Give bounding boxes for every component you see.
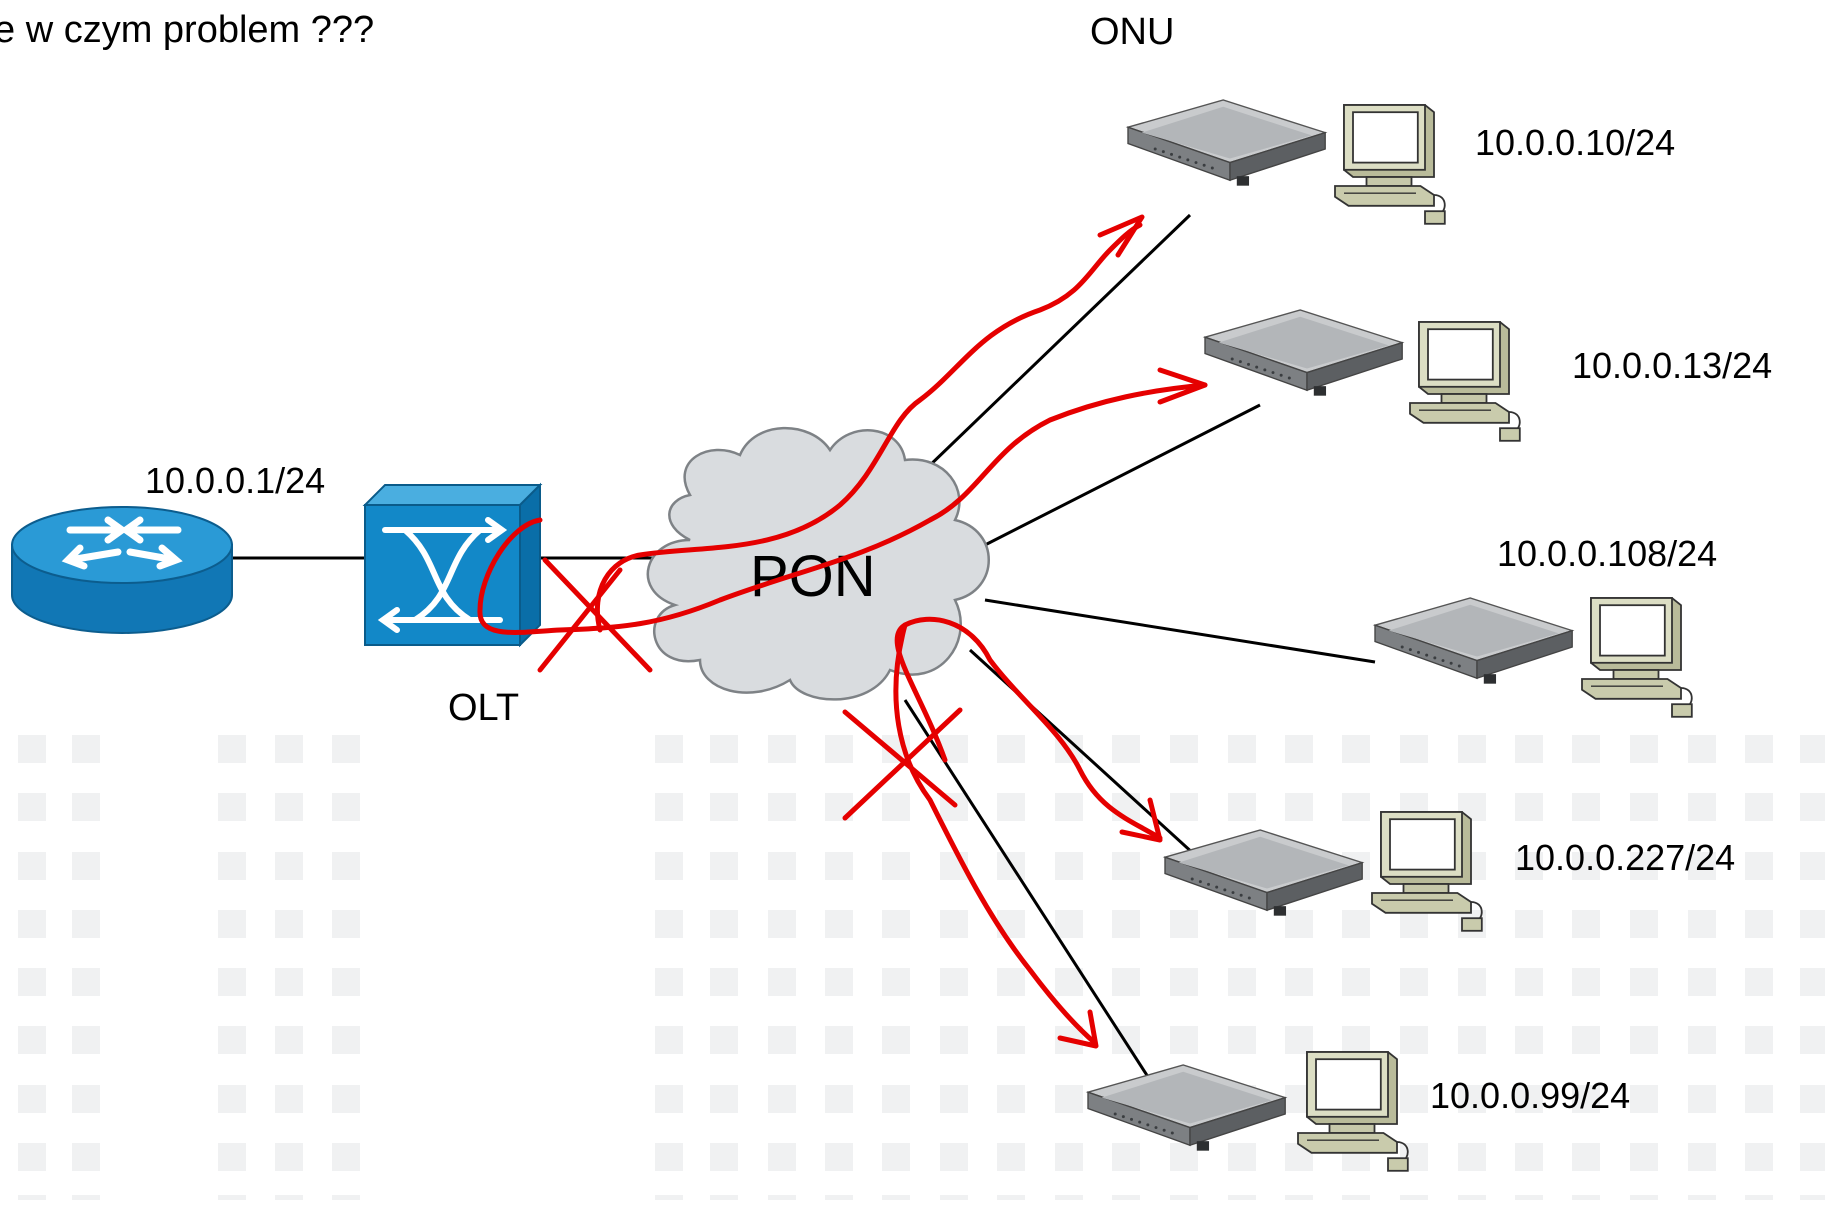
computer-icon: [1334, 104, 1446, 225]
cross-mark-icon: [842, 707, 963, 821]
onu-node-4: 10.0.0.227/24: [1164, 811, 1735, 932]
pon-onu2-link: [984, 403, 1261, 547]
arrow-icon: [1097, 214, 1145, 258]
onu-node-5: 10.0.0.99/24: [1087, 1051, 1630, 1172]
pon-onu5-link: [903, 699, 1152, 1081]
annotation-path-to-onu1: [477, 382, 1208, 635]
onu-modem-icon: [1204, 309, 1403, 397]
onu-modem-icon: [1164, 829, 1363, 917]
background-dot-pattern: [18, 735, 1825, 1205]
computer-icon: [1409, 321, 1521, 442]
pon-onu1-link: [923, 213, 1192, 472]
onu-node-1: 10.0.0.10/24: [1127, 99, 1675, 225]
annotation-path-olt-loop: [594, 222, 1143, 633]
onu-ip-label: 10.0.0.13/24: [1572, 345, 1772, 386]
pon-onu3-link: [984, 598, 1376, 664]
arrow-icon: [1157, 367, 1208, 405]
onu-ip-label: 10.0.0.99/24: [1430, 1075, 1630, 1116]
cross-mark-icon: [537, 557, 653, 673]
onu-title-label: ONU: [1090, 11, 1174, 53]
red-annotations: [477, 214, 1208, 1049]
onu-node-2: 10.0.0.13/24: [1204, 309, 1772, 442]
router-icon: [11, 506, 233, 634]
arrow-icon: [1119, 797, 1163, 843]
switch-icon: [362, 482, 543, 648]
onu-node-3: 10.0.0.108/24: [1374, 533, 1717, 718]
arrow-icon: [1057, 1009, 1099, 1049]
router-ip-label: 10.0.0.1/24: [145, 460, 325, 501]
olt-label: OLT: [448, 687, 519, 729]
onu-modem-icon: [1127, 99, 1326, 187]
onu-modem-icon: [1087, 1064, 1286, 1152]
computer-icon: [1297, 1051, 1409, 1172]
onu-ip-label: 10.0.0.108/24: [1497, 533, 1717, 574]
annotation-path-to-onu5: [893, 622, 1098, 1046]
link-lines: [230, 213, 1376, 1081]
computer-icon: [1371, 811, 1483, 932]
page-heading: e w czym problem ???: [0, 9, 374, 51]
onu-ip-label: 10.0.0.227/24: [1515, 837, 1735, 878]
onu-ip-label: 10.0.0.10/24: [1475, 122, 1675, 163]
computer-icon: [1581, 597, 1693, 718]
onu-modem-icon: [1374, 597, 1573, 685]
